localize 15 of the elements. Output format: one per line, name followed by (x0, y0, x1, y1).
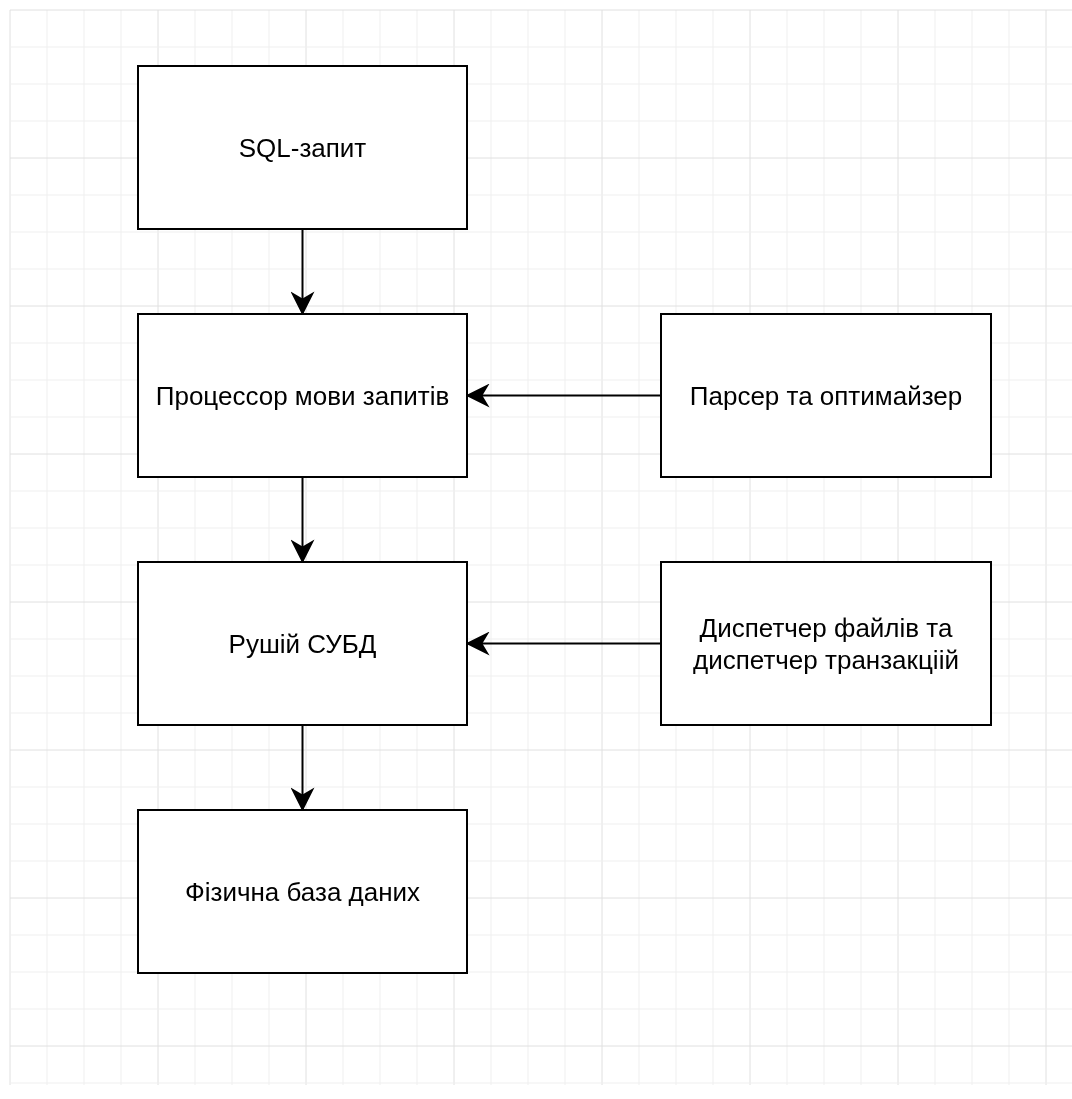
process-box (660, 561, 992, 726)
box-label: Фізична база даних (184, 875, 421, 908)
box-label: Парсер та оптимайзер (689, 379, 963, 412)
arrow (290, 477, 315, 564)
box-label: SQL-запит (238, 131, 367, 164)
process-box (137, 313, 468, 478)
process-box (137, 809, 468, 974)
arrow (290, 229, 315, 316)
box-label: Процессор мови запитів (155, 379, 450, 412)
process-box (660, 313, 992, 478)
box-label: Диспетчер файлів та диспетчер транзакціій (692, 611, 960, 676)
arrow (290, 725, 315, 812)
box-label: Рушій СУБД (228, 627, 377, 660)
process-box (137, 561, 468, 726)
process-box (137, 65, 468, 230)
